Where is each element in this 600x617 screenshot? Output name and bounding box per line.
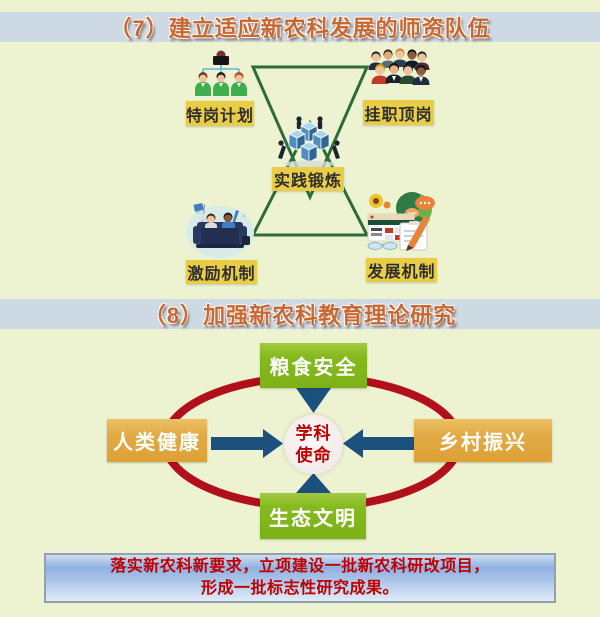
label-tegang-jihua: 特岗计划 — [186, 101, 254, 126]
arrow-down-icon — [296, 388, 331, 413]
node-human-health: 人类健康 — [107, 419, 207, 462]
crowd-icon — [368, 48, 430, 85]
footer-line1: 落实新农科新要求，立项建设一批新农科研改项目， — [110, 558, 490, 576]
couch-celebration-icon — [186, 203, 254, 258]
section7-title: （7）建立适应新农科发展的师资队伍 — [109, 16, 491, 41]
label-fazhan-jizhi: 发展机制 — [366, 258, 437, 282]
footer-note: 落实新农科新要求，立项建设一批新农科研改项目， 形成一批标志性研究成果。 — [44, 553, 556, 603]
section7-header-band: （7）建立适应新农科发展的师资队伍 — [0, 12, 600, 42]
team-cubes-icon — [278, 116, 340, 168]
arrow-right-icon — [211, 429, 283, 458]
footer-line2: 形成一批标志性研究成果。 — [200, 580, 399, 597]
label-guazhi-dinggang: 挂职顶岗 — [363, 100, 434, 125]
node-rural-revitalization: 乡村振兴 — [414, 419, 552, 462]
section8-title: （8）加强新农科教育理论研究 — [143, 303, 457, 328]
arrow-up-icon — [296, 473, 331, 493]
node-food-security: 粮食安全 — [260, 343, 367, 388]
label-shijian-duanlian: 实践锻炼 — [272, 167, 344, 191]
node-discipline-mission: 学科 使命 — [284, 415, 343, 474]
arrow-left-icon — [343, 429, 415, 458]
development-board-icon — [367, 192, 435, 251]
org-chart-icon — [195, 50, 247, 96]
node-ecological-civilization: 生态文明 — [260, 493, 366, 539]
label-jili-jizhi: 激励机制 — [186, 260, 257, 284]
section8-header-band: （8）加强新农科教育理论研究 — [0, 299, 600, 329]
